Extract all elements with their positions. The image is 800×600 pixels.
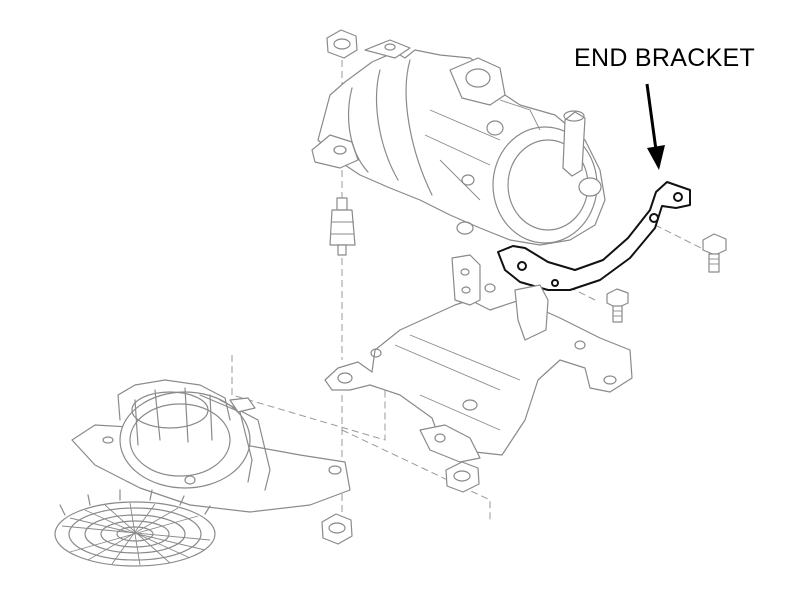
frame-bolt [606,288,629,323]
bottom-hex-nut [321,513,353,545]
fan-guard-grille [54,489,216,567]
right-flange-bolt [702,233,727,273]
pump-motor-assembly [311,39,606,246]
callout-arrow [645,83,665,170]
end-bracket [497,181,691,291]
mounting-frame [324,254,633,463]
rubber-isolator [329,197,356,256]
cooling-fan-assembly [71,379,351,513]
top-hex-nut [326,29,358,59]
lower-hex-nut [445,461,480,493]
end-bracket-callout-label: END BRACKET [574,44,756,72]
